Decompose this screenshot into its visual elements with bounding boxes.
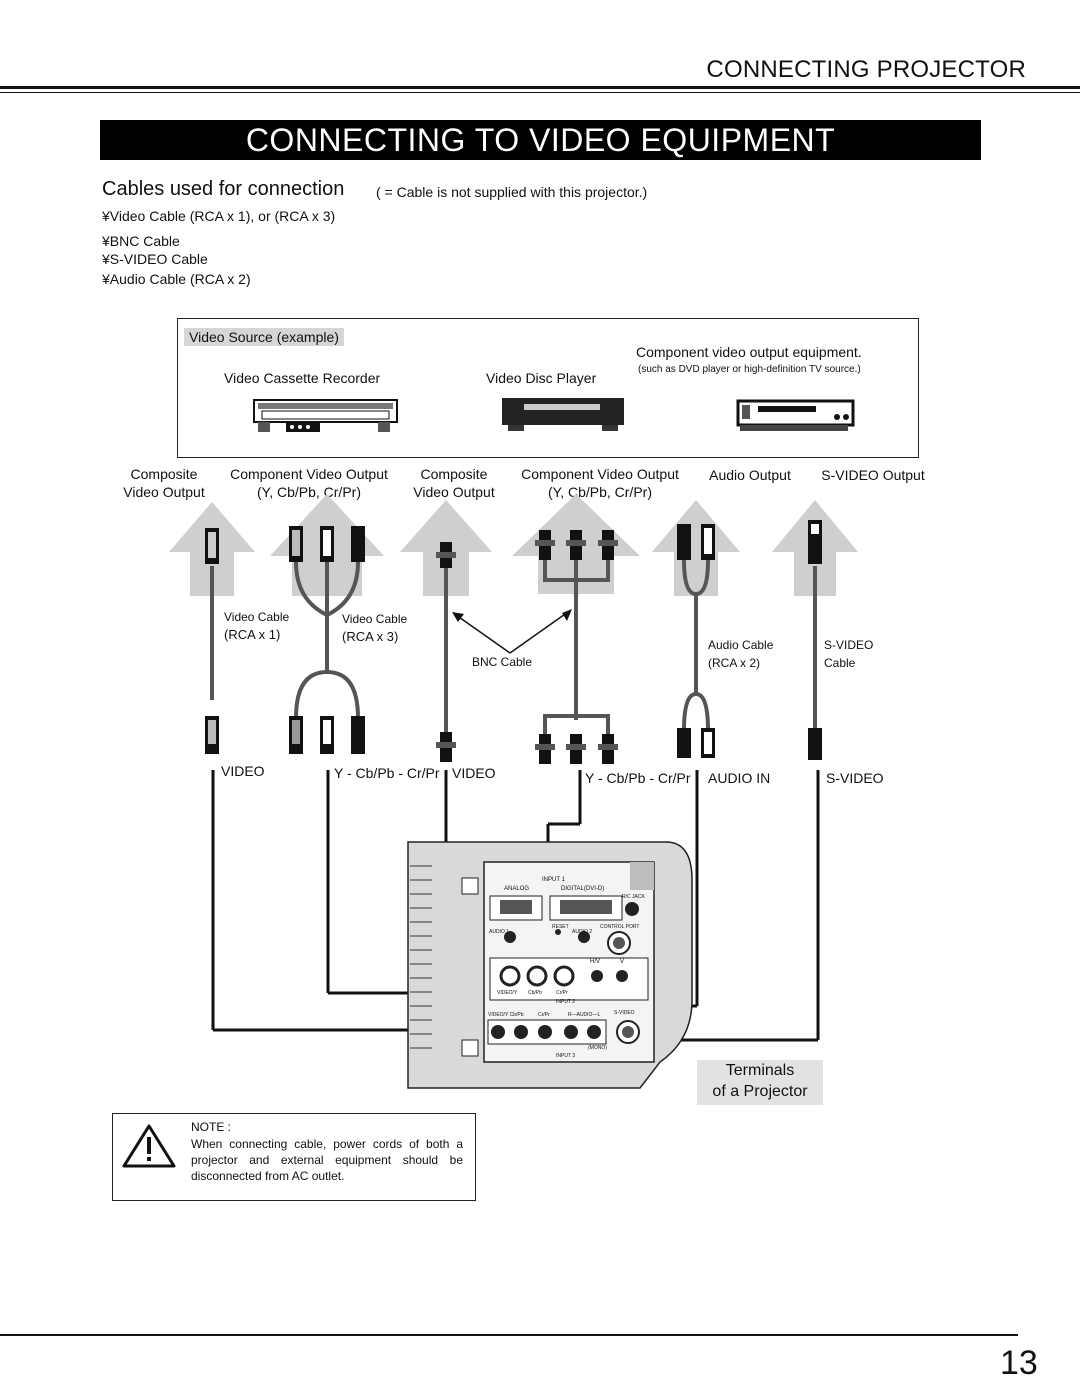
cables bbox=[210, 559, 817, 736]
panel-label: INPUT 3 bbox=[556, 1053, 576, 1059]
terminal-label: Y - Cb/Pb - Cr/Pr bbox=[585, 770, 691, 786]
panel-label: DIGITAL(DVI-D) bbox=[561, 886, 605, 892]
plugs-bottom bbox=[205, 716, 822, 764]
panel-label: ANALOG bbox=[504, 886, 530, 892]
warning-icon bbox=[122, 1124, 176, 1168]
svideo-output-label: S-VIDEO Output bbox=[821, 467, 925, 483]
cable-item: ¥Video Cable (RCA x 1), or (RCA x 3) bbox=[102, 208, 336, 224]
component-output-label-1: Component Video Output (Y, Cb/Pb, Cr/Pr) bbox=[230, 466, 388, 500]
section-header: CONNECTING PROJECTOR bbox=[706, 56, 1026, 83]
cable-label: (RCA x 3) bbox=[342, 629, 399, 644]
video-source-label: Video Source (example) bbox=[184, 328, 344, 346]
cable-label: BNC Cable bbox=[472, 655, 533, 669]
panel-label: INPUT 2 bbox=[556, 999, 576, 1005]
panel-label: INPUT 1 bbox=[542, 877, 565, 883]
bnc-pointer bbox=[455, 611, 569, 654]
terminal-label: VIDEO bbox=[452, 765, 496, 781]
cable-label: S-VIDEO bbox=[824, 638, 874, 652]
panel-label: VIDEO/Y bbox=[497, 990, 518, 996]
composite-output-label-1: Composite Video Output bbox=[123, 466, 205, 500]
panel-label: S-VIDEO bbox=[614, 1010, 635, 1016]
audio-output-label: Audio Output bbox=[709, 467, 791, 483]
page-number: 13 bbox=[1000, 1344, 1038, 1382]
cable-label: Video Cable bbox=[224, 610, 290, 624]
panel-label: VIDEO/Y Cb/Pb bbox=[488, 1012, 524, 1018]
projector-caption-line: of a Projector bbox=[712, 1083, 808, 1100]
note-title: NOTE : bbox=[191, 1120, 232, 1134]
panel-label: V bbox=[620, 959, 625, 965]
cable-label: Cable bbox=[824, 656, 856, 670]
composite-output-label-2: Composite Video Output bbox=[413, 466, 495, 500]
terminal-label: VIDEO bbox=[221, 763, 265, 779]
cable-label: (RCA x 2) bbox=[708, 656, 761, 670]
cable-label: Video Cable bbox=[342, 612, 408, 626]
cables-note: ( = Cable is not supplied with this proj… bbox=[376, 184, 648, 200]
cable-item: ¥S-VIDEO Cable bbox=[102, 251, 208, 267]
footer-rule bbox=[0, 1334, 1018, 1336]
component-equipment-icon bbox=[736, 399, 855, 431]
cable-item: ¥Audio Cable (RCA x 2) bbox=[102, 271, 251, 287]
cable-label: Audio Cable bbox=[708, 638, 774, 652]
terminal-label: Y - Cb/Pb - Cr/Pr bbox=[334, 765, 440, 781]
component-output-label-2: Component Video Output (Y, Cb/Pb, Cr/Pr) bbox=[521, 466, 679, 500]
page-title: CONNECTING TO VIDEO EQUIPMENT bbox=[100, 120, 981, 160]
cable-item: ¥BNC Cable bbox=[102, 233, 180, 249]
plugs-top bbox=[205, 520, 822, 568]
header-rule-thin bbox=[0, 92, 1080, 93]
disc-player-label: Video Disc Player bbox=[486, 370, 597, 386]
component-equipment-label: Component video output equipment. bbox=[636, 344, 862, 360]
header-rule bbox=[0, 86, 1080, 89]
panel-label: Cr/Pr bbox=[556, 990, 568, 996]
panel-label: AUDIO 2 bbox=[572, 929, 593, 935]
panel-label: RESET bbox=[552, 924, 569, 930]
vcr-label: Video Cassette Recorder bbox=[224, 370, 381, 386]
panel-label: Cb/Pb bbox=[528, 990, 542, 996]
video-source-box bbox=[177, 318, 919, 458]
projector-caption-line: Terminals bbox=[725, 1062, 795, 1079]
panel-label: (MONO) bbox=[588, 1045, 607, 1051]
projector-caption: Terminals of a Projector bbox=[697, 1060, 823, 1105]
disc-player-icon bbox=[502, 398, 624, 431]
terminal-label: AUDIO IN bbox=[708, 770, 771, 786]
cables-heading: Cables used for connection bbox=[102, 178, 345, 200]
output-arrows bbox=[169, 494, 858, 596]
note-text: When connecting cable, power cords of bo… bbox=[191, 1137, 463, 1183]
panel-label: CONTROL PORT bbox=[600, 924, 640, 930]
vcr-icon bbox=[253, 399, 398, 432]
panel-label: R/C JACK bbox=[622, 894, 645, 900]
projector-body bbox=[407, 841, 693, 1089]
terminal-label: S-VIDEO bbox=[826, 770, 884, 786]
panel-label: AUDIO 1 bbox=[489, 929, 510, 935]
cable-label: (RCA x 1) bbox=[224, 627, 281, 642]
panel-label: Cr/Pr bbox=[538, 1012, 550, 1018]
panel-label: H/V bbox=[590, 959, 601, 965]
note-box bbox=[112, 1113, 476, 1201]
panel-label: R—AUDIO—L bbox=[568, 1012, 601, 1018]
component-equipment-note: (such as DVD player or high-definition T… bbox=[638, 364, 861, 375]
